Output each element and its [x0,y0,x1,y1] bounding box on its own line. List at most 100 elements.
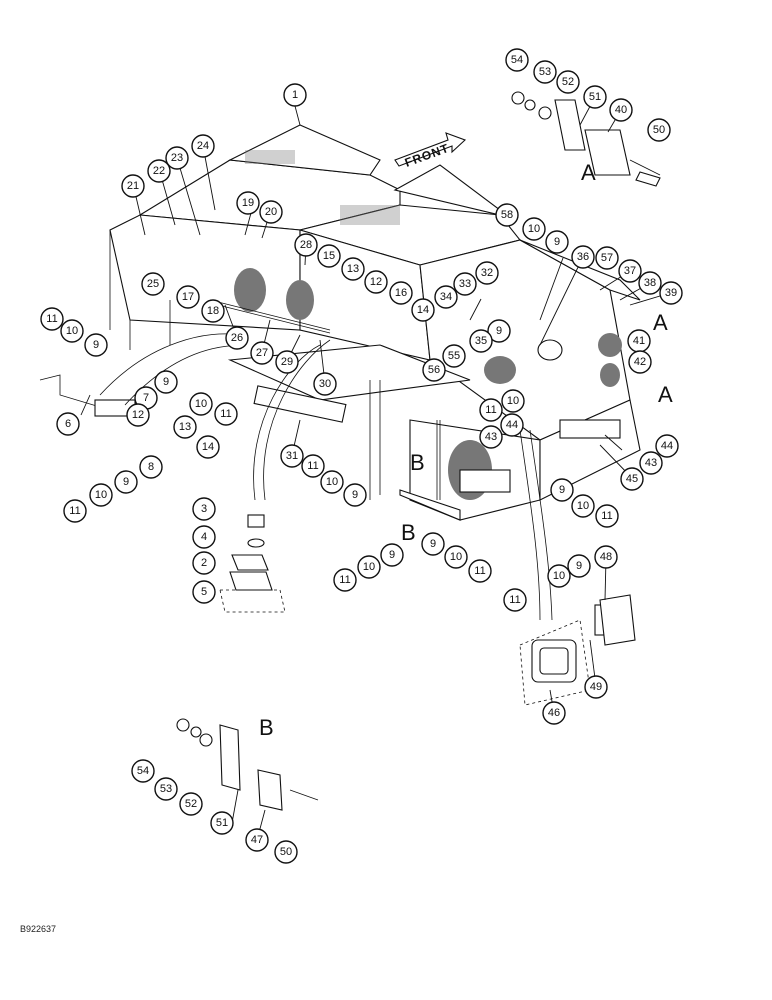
svg-text:44: 44 [506,419,518,431]
svg-text:52: 52 [185,798,197,810]
svg-text:1: 1 [292,89,298,101]
callout-37: 37 [618,259,642,283]
svg-text:9: 9 [496,325,502,337]
detail-a-assembly [511,91,661,187]
callout-13: 13 [341,257,365,281]
svg-text:23: 23 [171,152,183,164]
svg-text:9: 9 [389,549,395,561]
svg-text:11: 11 [601,510,612,522]
svg-text:42: 42 [634,356,646,368]
callout-16: 16 [389,281,413,305]
callout-55: 55 [442,344,466,368]
callout-43-a: 43 [479,425,503,449]
svg-text:13: 13 [179,421,191,433]
svg-text:32: 32 [481,267,493,279]
callout-53-b: 53 [154,777,178,801]
callout-39: 39 [659,281,683,305]
callout-12-b: 12 [126,403,150,427]
callout-9-a: 9 [84,333,108,357]
detail-letter-a-top: A [581,160,596,185]
callout-19: 19 [236,191,260,215]
svg-text:45: 45 [626,473,638,485]
svg-text:9: 9 [576,560,582,572]
detail-letter-b-main1: B [410,450,425,475]
mount-stack [219,514,286,613]
svg-text:50: 50 [653,124,665,136]
callout-52-b: 52 [179,792,203,816]
detail-letter-b-main2: B [401,520,416,545]
door-handle-detail [519,594,636,706]
svg-text:9: 9 [123,476,129,488]
svg-text:10: 10 [326,476,338,488]
callout-54-a: 54 [505,48,529,72]
callout-51-b: 51 [210,811,234,835]
callout-9-h: 9 [380,543,404,567]
svg-text:9: 9 [559,484,565,496]
callout-17: 17 [176,285,200,309]
svg-text:11: 11 [307,460,318,472]
callout-13-b: 13 [173,415,197,439]
svg-text:12: 12 [132,409,144,421]
svg-text:30: 30 [319,378,331,390]
callouts: 1 24 23 22 21 19 20 28 25 17 18 15 13 12… [40,48,683,864]
svg-text:22: 22 [153,165,165,177]
detail-letter-b-bottom: B [259,715,274,740]
callout-10-h: 10 [357,555,381,579]
svg-text:44: 44 [661,440,673,452]
svg-text:49: 49 [590,681,602,693]
callout-21: 21 [121,174,145,198]
svg-text:11: 11 [46,313,57,325]
callout-14-b: 14 [196,435,220,459]
callout-9-f: 9 [487,319,511,343]
callout-23: 23 [165,146,189,170]
svg-text:46: 46 [548,707,560,719]
callout-10-f: 10 [501,389,525,413]
svg-text:34: 34 [440,291,452,303]
callout-9-j: 9 [567,554,591,578]
callout-5: 5 [192,580,216,604]
svg-text:19: 19 [242,197,254,209]
callout-53-a: 53 [533,60,557,84]
callout-1: 1 [283,83,307,107]
svg-text:5: 5 [201,586,207,598]
svg-text:10: 10 [450,551,462,563]
svg-text:41: 41 [633,335,645,347]
frame-assembly: FRONT [39,124,641,621]
svg-text:10: 10 [195,398,207,410]
callout-35: 35 [469,329,493,353]
callout-10-e: 10 [522,217,546,241]
callout-11-h: 11 [468,559,492,583]
callout-44-b: 44 [655,434,679,458]
callout-11-f: 11 [595,504,619,528]
callout-9-c: 9 [114,470,138,494]
svg-text:25: 25 [147,278,159,290]
svg-text:6: 6 [65,418,71,430]
svg-text:4: 4 [201,531,207,543]
callout-25: 25 [141,272,165,296]
svg-text:36: 36 [577,251,589,263]
callout-24: 24 [191,134,215,158]
callout-2: 2 [192,551,216,575]
callout-28: 28 [294,233,318,257]
svg-text:18: 18 [207,305,219,317]
callout-8: 8 [139,455,163,479]
svg-text:3: 3 [201,503,207,515]
svg-text:10: 10 [507,395,519,407]
svg-text:11: 11 [339,574,350,586]
callout-11-e: 11 [479,398,503,422]
svg-text:43: 43 [485,431,497,443]
svg-text:38: 38 [644,277,656,289]
svg-text:21: 21 [127,180,139,192]
callout-14: 14 [411,298,435,322]
svg-text:52: 52 [562,76,574,88]
callout-10-a: 10 [60,319,84,343]
svg-text:27: 27 [256,347,268,359]
callout-11-a: 11 [40,307,64,331]
svg-text:17: 17 [182,291,194,303]
callout-3: 3 [192,497,216,521]
svg-text:48: 48 [600,551,612,563]
callout-9-e: 9 [545,230,569,254]
callout-57: 57 [595,246,619,270]
svg-text:37: 37 [624,265,636,277]
callout-11-b: 11 [214,402,238,426]
